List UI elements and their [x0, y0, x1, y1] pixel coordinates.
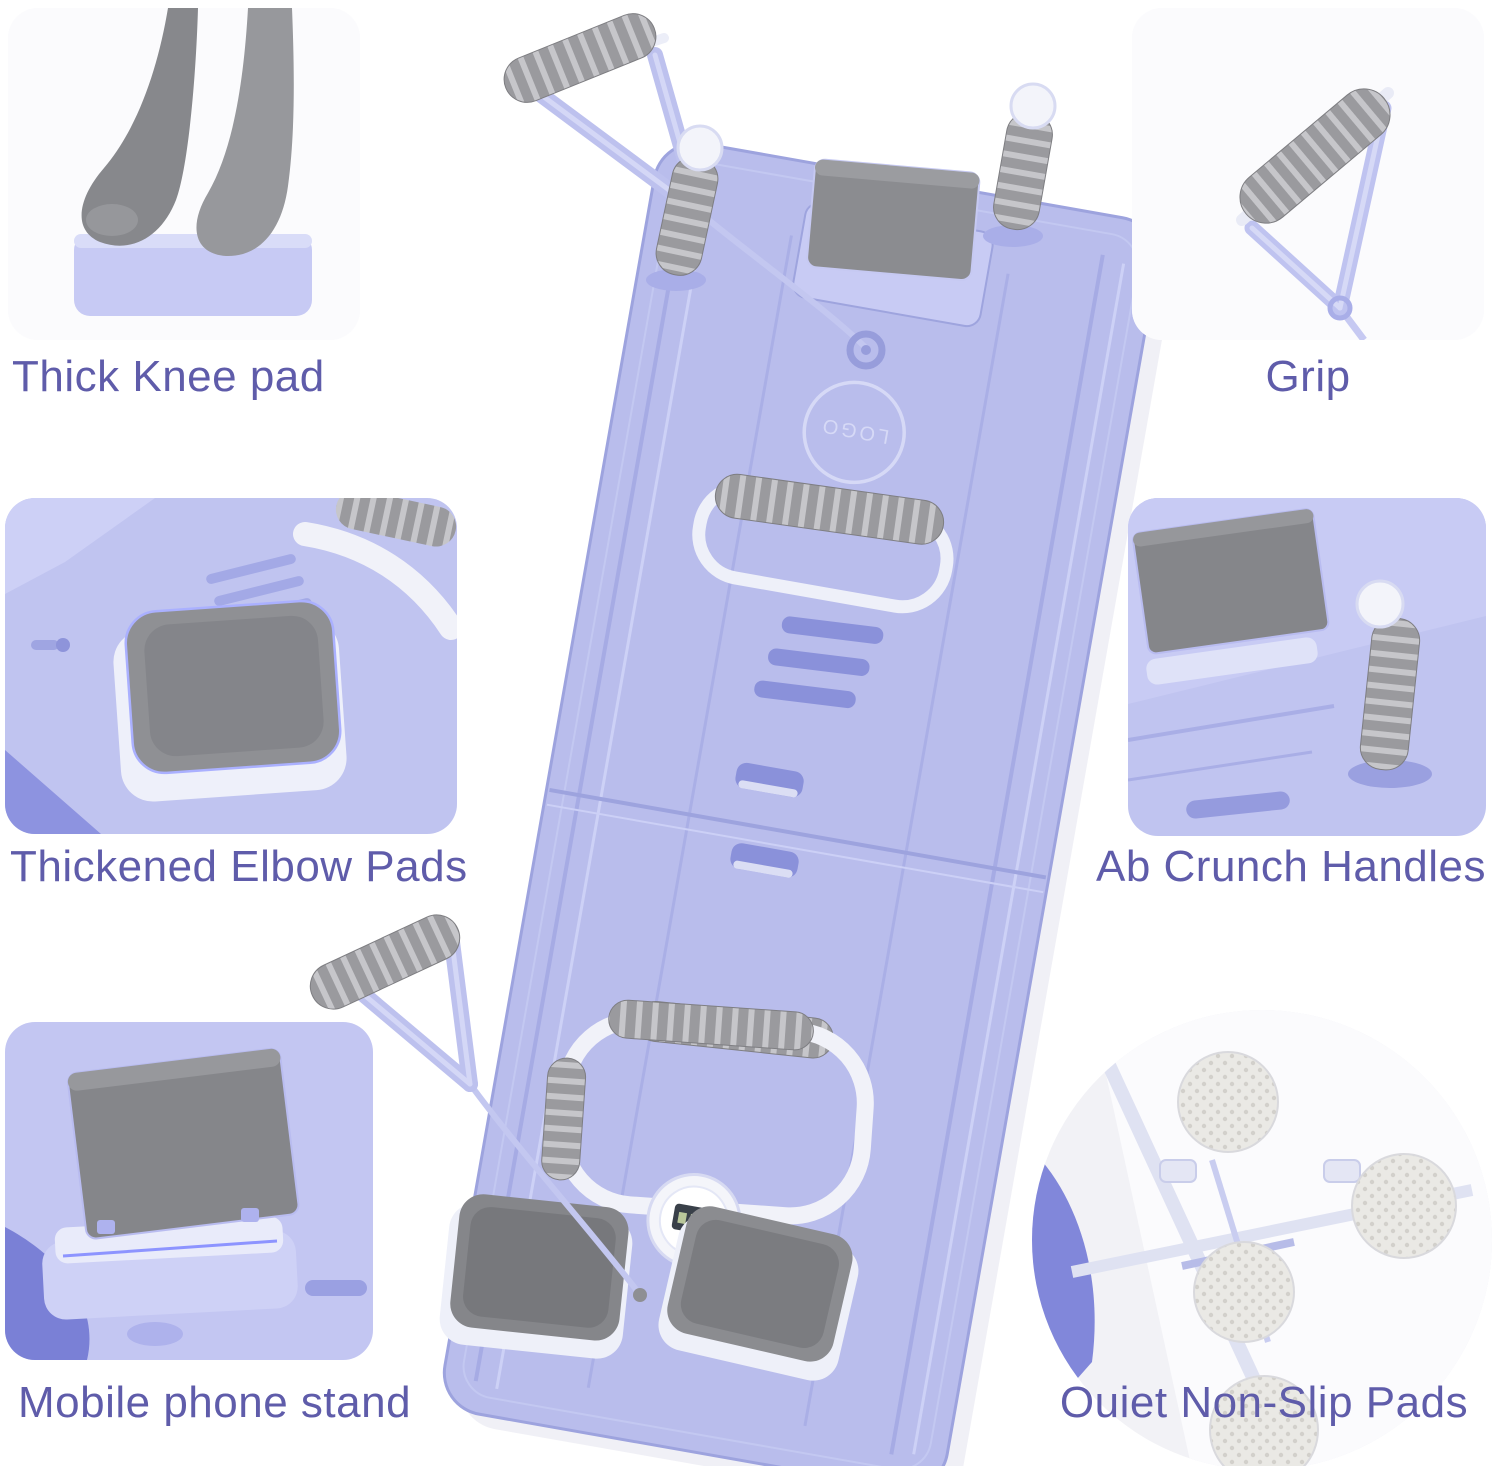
ab-crunch-handle-frame: [541, 999, 874, 1225]
callout-label-ab-crunch-handles: Ab Crunch Handles: [1095, 842, 1487, 891]
callout-label-grip: Grip: [1265, 352, 1351, 401]
elbow-inset-handle-foam: [335, 498, 457, 547]
inset-phone-stand: [5, 1022, 373, 1360]
non-slip-pads-photo: [1032, 1010, 1492, 1466]
board-grip-left: [646, 124, 724, 291]
ab-crunch-handle-photo: [1128, 498, 1486, 836]
bottom-resistance-band-handle: [309, 914, 647, 1302]
inset-grip: [1132, 8, 1484, 340]
board-body: LOGO: [439, 141, 1159, 1466]
callout-label-elbow-pads: Thickened Elbow Pads: [10, 842, 468, 891]
phone-stand-flap: [66, 1047, 300, 1240]
board-grip-right: [983, 82, 1057, 247]
phone-stand-photo: [5, 1022, 373, 1360]
upper-pushup-handle: [692, 473, 954, 614]
vent-slots: [754, 616, 884, 709]
inset-elbow-pads: [5, 498, 457, 834]
elbow-pad-photo: [5, 498, 457, 834]
inset-non-slip-pads: [1032, 1010, 1492, 1466]
inset-ab-crunch-handles: [1128, 498, 1486, 836]
knee-back: [81, 8, 198, 246]
knee-front: [196, 8, 294, 257]
crunch-inset-phone-flap: [1132, 508, 1330, 655]
grip-photo: [1132, 8, 1484, 340]
elbow-inset-handle-tube: [293, 522, 457, 640]
board-phone-stand: [792, 158, 994, 328]
elbow-pad: [113, 599, 347, 802]
callout-label-knee-pad: Thick Knee pad: [12, 352, 325, 401]
band-anchor-ring: [846, 330, 886, 370]
bottom-band-foam-grip: [309, 914, 461, 1010]
crunch-inset-grip: [1348, 579, 1432, 788]
board-fold-seam: [546, 787, 1047, 894]
board-grooves: [473, 185, 1126, 1455]
mid-slots: [730, 762, 804, 878]
board-gray-pads: [439, 1194, 859, 1381]
top-band-foam-grip: [503, 13, 657, 103]
callout-label-phone-stand: Mobile phone stand: [18, 1378, 412, 1427]
knee-pad-photo: [8, 8, 360, 340]
grip-foam: [1239, 88, 1391, 224]
knee-pad-cushion: [74, 234, 312, 316]
callout-label-non-slip-pads: Ouiet Non-Slip Pads: [1059, 1378, 1469, 1427]
non-slip-pads: [1177, 1051, 1457, 1466]
inset-knee-pad: [8, 8, 360, 340]
